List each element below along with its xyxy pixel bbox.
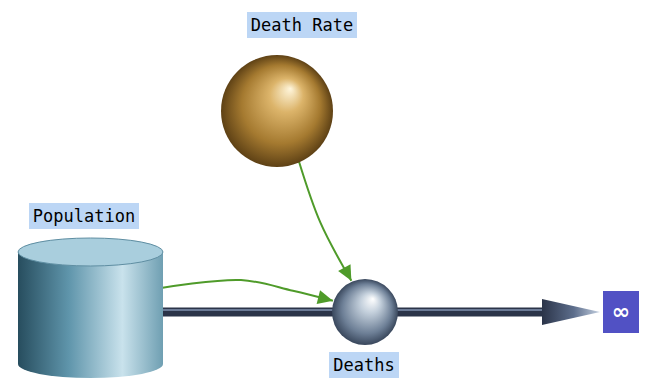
valve-sphere	[332, 279, 398, 345]
shape-outline	[221, 55, 333, 167]
converter-sphere	[221, 55, 333, 167]
sink-square	[603, 291, 639, 333]
shape-outline	[332, 279, 398, 345]
arrowhead	[338, 264, 351, 281]
shape-outline	[18, 238, 163, 378]
connector-line	[299, 160, 352, 280]
stock-cylinder	[18, 238, 163, 378]
action-connector	[161, 280, 333, 304]
flow-valve: Deaths	[332, 279, 398, 345]
node-label: Death Rate	[247, 12, 357, 38]
arrowhead	[317, 290, 333, 304]
pipe-arrowhead	[542, 299, 600, 325]
pipe-body	[394, 308, 546, 317]
node-label: Deaths	[329, 352, 398, 378]
connector-line	[161, 280, 333, 301]
flow-pipe	[161, 310, 336, 312]
sink: ∞	[603, 291, 639, 333]
pipe-shine	[161, 309, 336, 311]
converter: Death Rate	[221, 55, 333, 167]
pipe-shine	[394, 309, 546, 311]
action-connector	[299, 160, 352, 280]
pipe-body	[161, 308, 336, 317]
node-label: Population	[29, 203, 139, 229]
flow-pipe	[394, 299, 600, 325]
stock: Population	[18, 238, 163, 378]
sink-symbol: ∞	[603, 291, 639, 333]
